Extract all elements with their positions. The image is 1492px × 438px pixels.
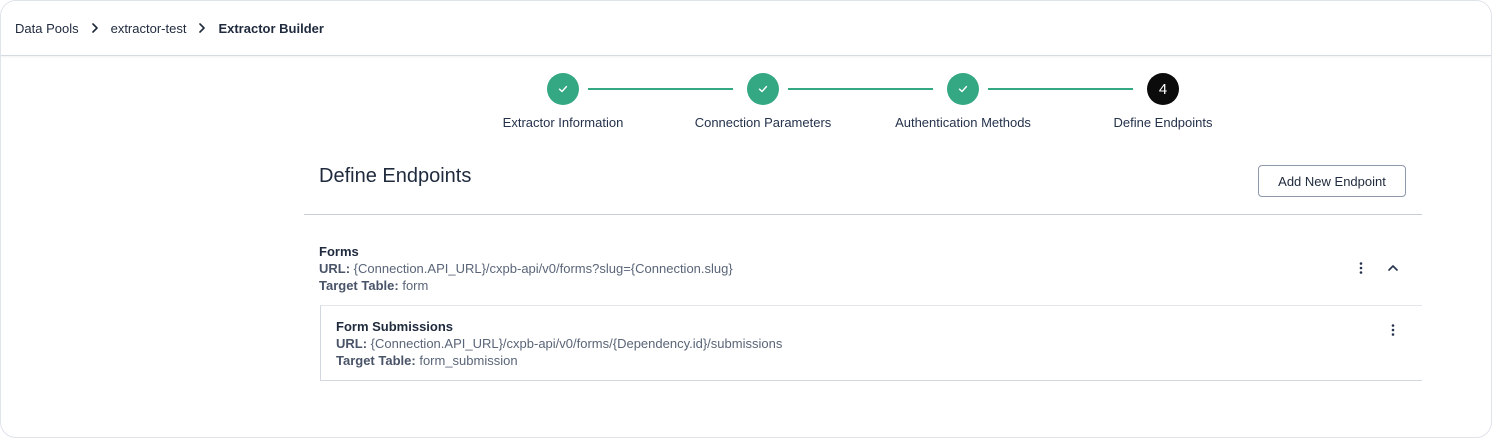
child-endpoint-container — [320, 305, 1422, 381]
step-label: Authentication Methods — [895, 115, 1031, 130]
target-table-label: Target Table: — [319, 278, 399, 293]
chevron-right-icon — [186, 23, 218, 33]
step-connector — [988, 88, 1133, 90]
target-table-value: form — [402, 278, 429, 293]
chevron-right-icon — [79, 23, 111, 33]
target-table-label: Target Table: — [336, 353, 416, 368]
breadcrumb-item-extractor-builder: Extractor Builder — [218, 20, 324, 36]
more-vertical-icon[interactable] — [1351, 258, 1371, 278]
step-label: Connection Parameters — [694, 115, 832, 130]
child-endpoint-item: Form Submissions URL: {Connection.API_UR… — [336, 319, 782, 368]
target-table-value: form_submission — [419, 353, 518, 368]
more-vertical-icon[interactable] — [1383, 320, 1403, 340]
chevron-up-icon[interactable] — [1383, 258, 1403, 278]
check-icon — [558, 85, 568, 93]
step-complete-indicator — [547, 73, 579, 105]
step-label: Define Endpoints — [1113, 115, 1213, 130]
url-value: {Connection.API_URL}/cxpb-api/v0/forms/{… — [370, 336, 783, 351]
step-connector — [588, 88, 733, 90]
step-complete-indicator — [747, 73, 779, 105]
endpoint-url: URL: {Connection.API_URL}/cxpb-api/v0/fo… — [319, 261, 733, 276]
step-extractor-information[interactable]: Extractor Information — [473, 73, 653, 130]
url-label: URL: — [336, 336, 368, 351]
step-authentication-methods[interactable]: Authentication Methods — [873, 73, 1053, 130]
step-define-endpoints[interactable]: 4 Define Endpoints — [1073, 73, 1253, 130]
endpoint-name: Forms — [319, 244, 359, 259]
step-connector — [788, 88, 933, 90]
endpoint-url: URL: {Connection.API_URL}/cxpb-api/v0/fo… — [336, 336, 782, 351]
check-icon — [758, 85, 768, 93]
step-connection-parameters[interactable]: Connection Parameters — [673, 73, 853, 130]
page-title: Define Endpoints — [319, 165, 472, 187]
progress-stepper: Extractor Information Connection Paramet… — [1, 73, 1491, 133]
url-value: {Connection.API_URL}/cxpb-api/v0/forms?s… — [353, 261, 733, 276]
step-label: Extractor Information — [502, 115, 624, 130]
url-label: URL: — [319, 261, 351, 276]
add-new-endpoint-button[interactable]: Add New Endpoint — [1258, 165, 1406, 197]
step-complete-indicator — [947, 73, 979, 105]
breadcrumb-item-extractor-test[interactable]: extractor-test — [110, 20, 187, 36]
section-divider — [304, 214, 1422, 215]
endpoint-name: Form Submissions — [336, 319, 454, 334]
check-icon — [958, 85, 968, 93]
endpoint-target-table: Target Table: form — [319, 278, 733, 293]
endpoint-target-table: Target Table: form_submission — [336, 353, 782, 368]
breadcrumb-item-data-pools[interactable]: Data Pools — [15, 20, 79, 36]
endpoint-item: Forms URL: {Connection.API_URL}/cxpb-api… — [319, 244, 733, 293]
breadcrumb: Data Pools extractor-test Extractor Buil… — [1, 1, 1491, 56]
step-active-indicator: 4 — [1147, 73, 1179, 105]
